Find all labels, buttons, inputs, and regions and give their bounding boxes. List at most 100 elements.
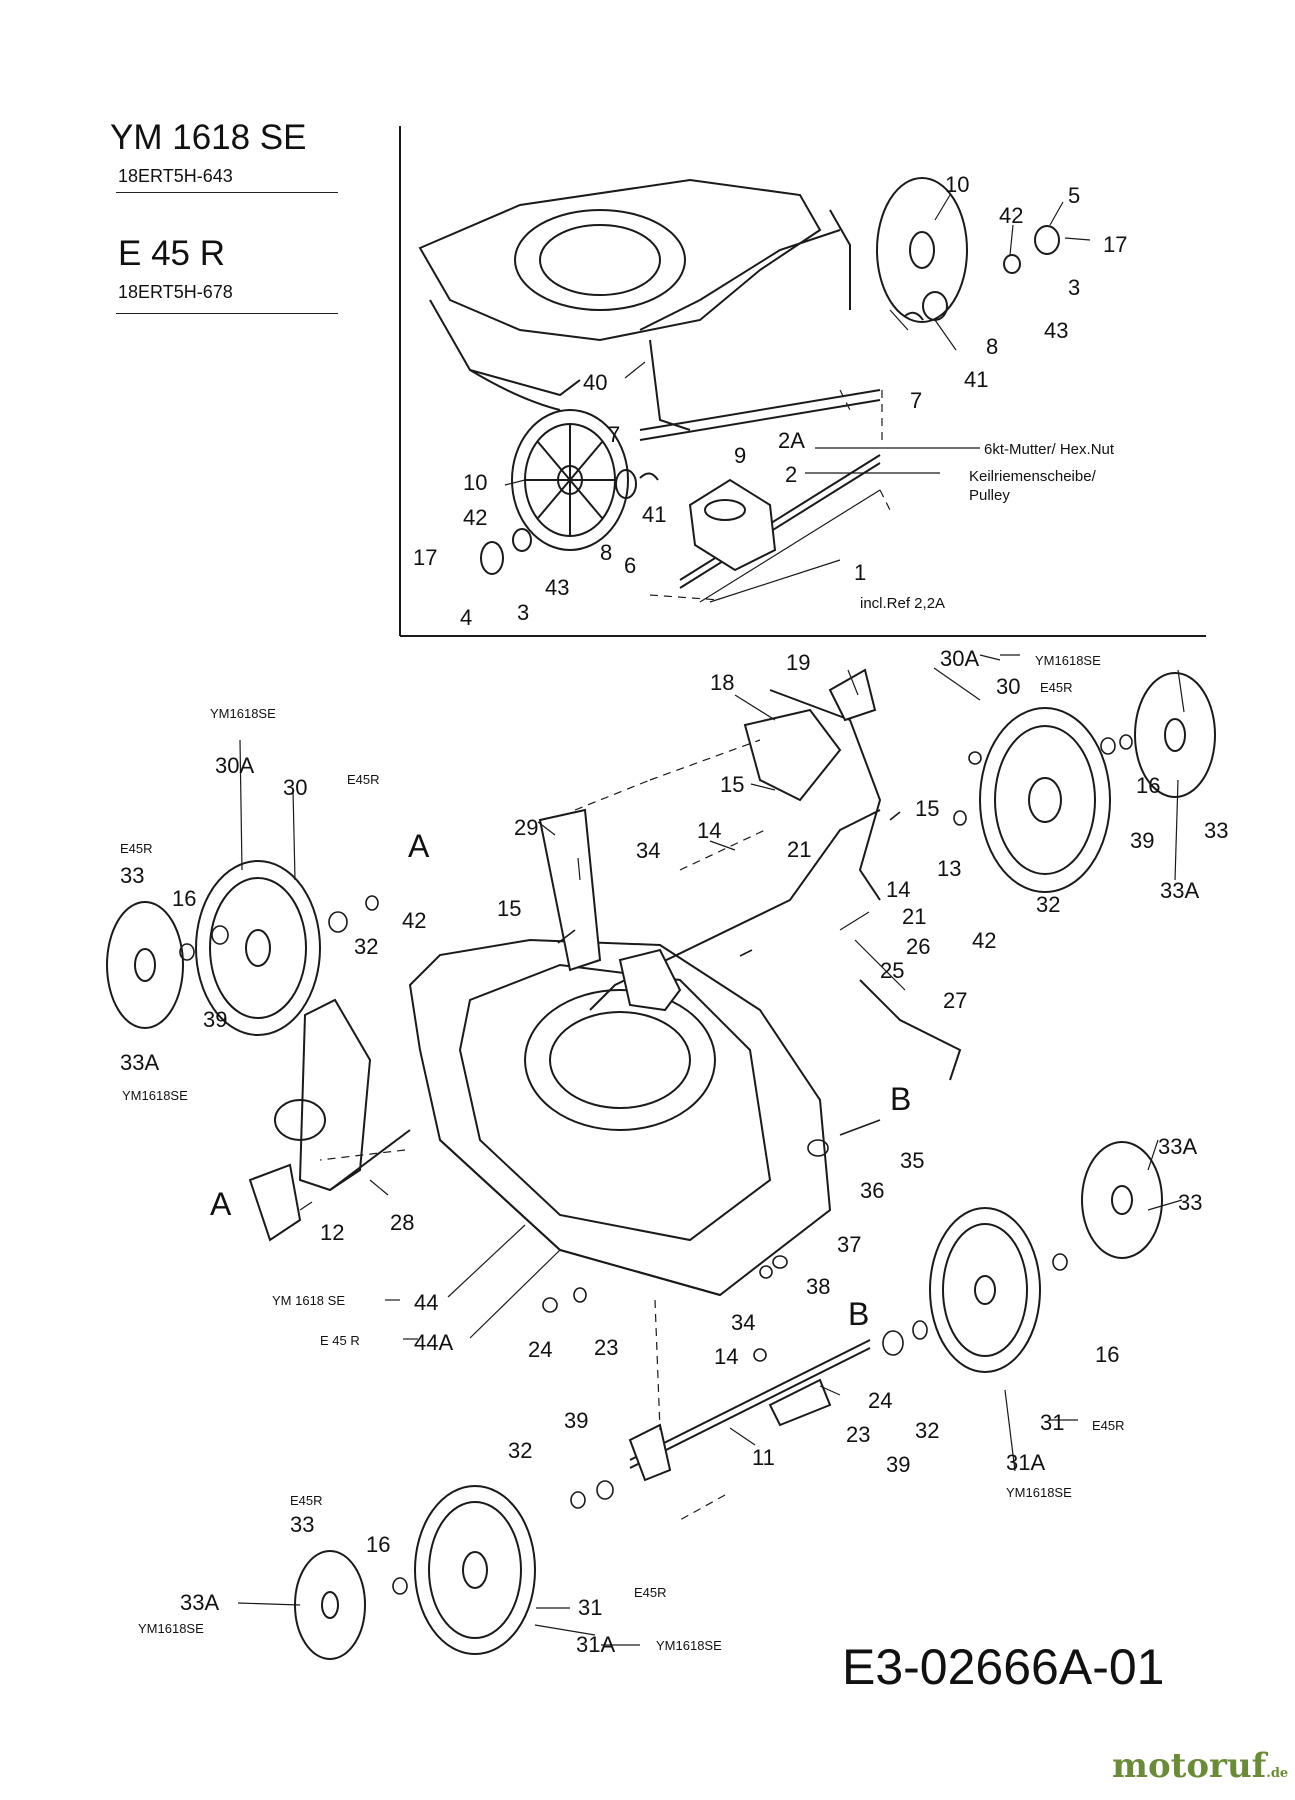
callout-42: 42 bbox=[402, 908, 426, 933]
callout-7: 7 bbox=[910, 388, 922, 413]
callout-15: 15 bbox=[497, 896, 521, 921]
handle-grip bbox=[743, 668, 877, 802]
pulley-label-en: Pulley bbox=[969, 487, 1010, 504]
callout-8: 8 bbox=[986, 334, 998, 359]
callout-41: 41 bbox=[642, 502, 666, 527]
inset-legend: 6kt-Mutter/ Hex.Nut Keilriemenscheibe/ P… bbox=[860, 441, 1115, 612]
callout-34: 34 bbox=[731, 1310, 755, 1335]
hubcap-left-rear bbox=[106, 901, 184, 1029]
callout-4: 4 bbox=[460, 605, 472, 630]
callout-30: 30 bbox=[996, 674, 1020, 699]
callout-31A: 31A bbox=[1006, 1450, 1045, 1475]
callout-39: 39 bbox=[564, 1408, 588, 1433]
watermark-suffix: .de bbox=[1266, 1766, 1289, 1781]
variant-tag: E45R bbox=[634, 1585, 667, 1600]
hubcap-left-front bbox=[294, 1550, 366, 1660]
callout-42: 42 bbox=[999, 203, 1023, 228]
callout-24: 24 bbox=[528, 1337, 552, 1362]
variant-tag: YM1618SE bbox=[122, 1088, 188, 1103]
inset-labels: 10 42 5 17 3 43 8 41 7 40 7 9 2A 2 10 42… bbox=[413, 172, 1127, 630]
section-letter-A: A bbox=[210, 1186, 232, 1222]
callout-7: 7 bbox=[608, 422, 620, 447]
front-axle bbox=[628, 1339, 871, 1482]
section-letter-B: B bbox=[890, 1081, 911, 1117]
callout-31A: 31A bbox=[576, 1632, 615, 1657]
callout-16: 16 bbox=[1136, 773, 1160, 798]
callout-17: 17 bbox=[413, 545, 437, 570]
callout-12: 12 bbox=[320, 1220, 344, 1245]
callout-30A: 30A bbox=[940, 646, 979, 671]
callout-26: 26 bbox=[906, 934, 930, 959]
variant-tag: YM1618SE bbox=[1006, 1485, 1072, 1500]
callout-33A: 33A bbox=[180, 1590, 219, 1615]
wheel-right-front bbox=[929, 1207, 1041, 1373]
callout-2: 2 bbox=[785, 462, 797, 487]
callout-33: 33 bbox=[120, 863, 144, 888]
callout-37: 37 bbox=[837, 1232, 861, 1257]
callout-30A: 30A bbox=[215, 753, 254, 778]
callout-32: 32 bbox=[508, 1438, 532, 1463]
small-hardware bbox=[179, 734, 1133, 1595]
wheel-right-rear bbox=[979, 707, 1111, 893]
callout-13: 13 bbox=[937, 856, 961, 881]
callout-31: 31 bbox=[1040, 1410, 1064, 1435]
callout-11: 11 bbox=[752, 1445, 775, 1470]
callout-23: 23 bbox=[846, 1422, 870, 1447]
callout-38: 38 bbox=[806, 1274, 830, 1299]
callout-44: 44 bbox=[414, 1290, 438, 1315]
callout-21: 21 bbox=[787, 837, 811, 862]
callout-3: 3 bbox=[1068, 275, 1080, 300]
variant-tag: YM1618SE bbox=[1035, 653, 1101, 668]
variant-tag: E45R bbox=[1040, 680, 1073, 695]
callout-24: 24 bbox=[868, 1388, 892, 1413]
callout-34: 34 bbox=[636, 838, 660, 863]
hubcap-right-front bbox=[1081, 1141, 1163, 1259]
section-letter-B: B bbox=[848, 1296, 869, 1332]
rear-wheel-right-inset bbox=[876, 177, 968, 323]
handle-frame bbox=[589, 689, 962, 1081]
callout-44A: 44A bbox=[414, 1330, 453, 1355]
hubcap-right-rear bbox=[1134, 672, 1216, 798]
callout-25: 25 bbox=[880, 958, 904, 983]
callout-16: 16 bbox=[1095, 1342, 1119, 1367]
callout-14: 14 bbox=[886, 877, 910, 902]
callout-27: 27 bbox=[943, 988, 967, 1013]
callout-16: 16 bbox=[172, 886, 196, 911]
model-code-1: 18ERT5H-643 bbox=[118, 166, 233, 186]
callout-33: 33 bbox=[1204, 818, 1228, 843]
callout-40: 40 bbox=[583, 370, 607, 395]
callout-33: 33 bbox=[1178, 1190, 1202, 1215]
callout-31: 31 bbox=[578, 1595, 602, 1620]
variant-tags: YM1618SE E45R YM1618SE E45R E45R YM1618S… bbox=[120, 653, 1125, 1653]
callout-35: 35 bbox=[900, 1148, 924, 1173]
callout-23: 23 bbox=[594, 1335, 618, 1360]
callout-6: 6 bbox=[624, 553, 636, 578]
callout-33A: 33A bbox=[120, 1050, 159, 1075]
callout-33A: 33A bbox=[1160, 878, 1199, 903]
callout-30: 30 bbox=[283, 775, 307, 800]
wheel-left-front bbox=[414, 1485, 536, 1655]
variant-tag: YM1618SE bbox=[138, 1621, 204, 1636]
callout-15: 15 bbox=[720, 772, 744, 797]
variant-tag: YM1618SE bbox=[210, 706, 276, 721]
callout-36: 36 bbox=[860, 1178, 884, 1203]
variant-tag: E45R bbox=[120, 841, 153, 856]
callout-33: 33 bbox=[290, 1512, 314, 1537]
variant-tag: YM1618SE bbox=[656, 1638, 722, 1653]
height-adjuster-right bbox=[538, 808, 682, 1012]
callout-10: 10 bbox=[463, 470, 487, 495]
divider bbox=[116, 313, 338, 314]
callout-28: 28 bbox=[390, 1210, 414, 1235]
callout-16: 16 bbox=[366, 1532, 390, 1557]
hex-nut-label: 6kt-Mutter/ Hex.Nut bbox=[984, 441, 1115, 458]
leader-lines-inset bbox=[504, 194, 1091, 603]
callout-5: 5 bbox=[1068, 183, 1080, 208]
callout-14: 14 bbox=[714, 1344, 738, 1369]
gearbox bbox=[688, 478, 777, 572]
callout-15: 15 bbox=[915, 796, 939, 821]
callout-42: 42 bbox=[463, 505, 487, 530]
callout-10: 10 bbox=[945, 172, 969, 197]
callout-18: 18 bbox=[710, 670, 734, 695]
callout-32: 32 bbox=[354, 934, 378, 959]
